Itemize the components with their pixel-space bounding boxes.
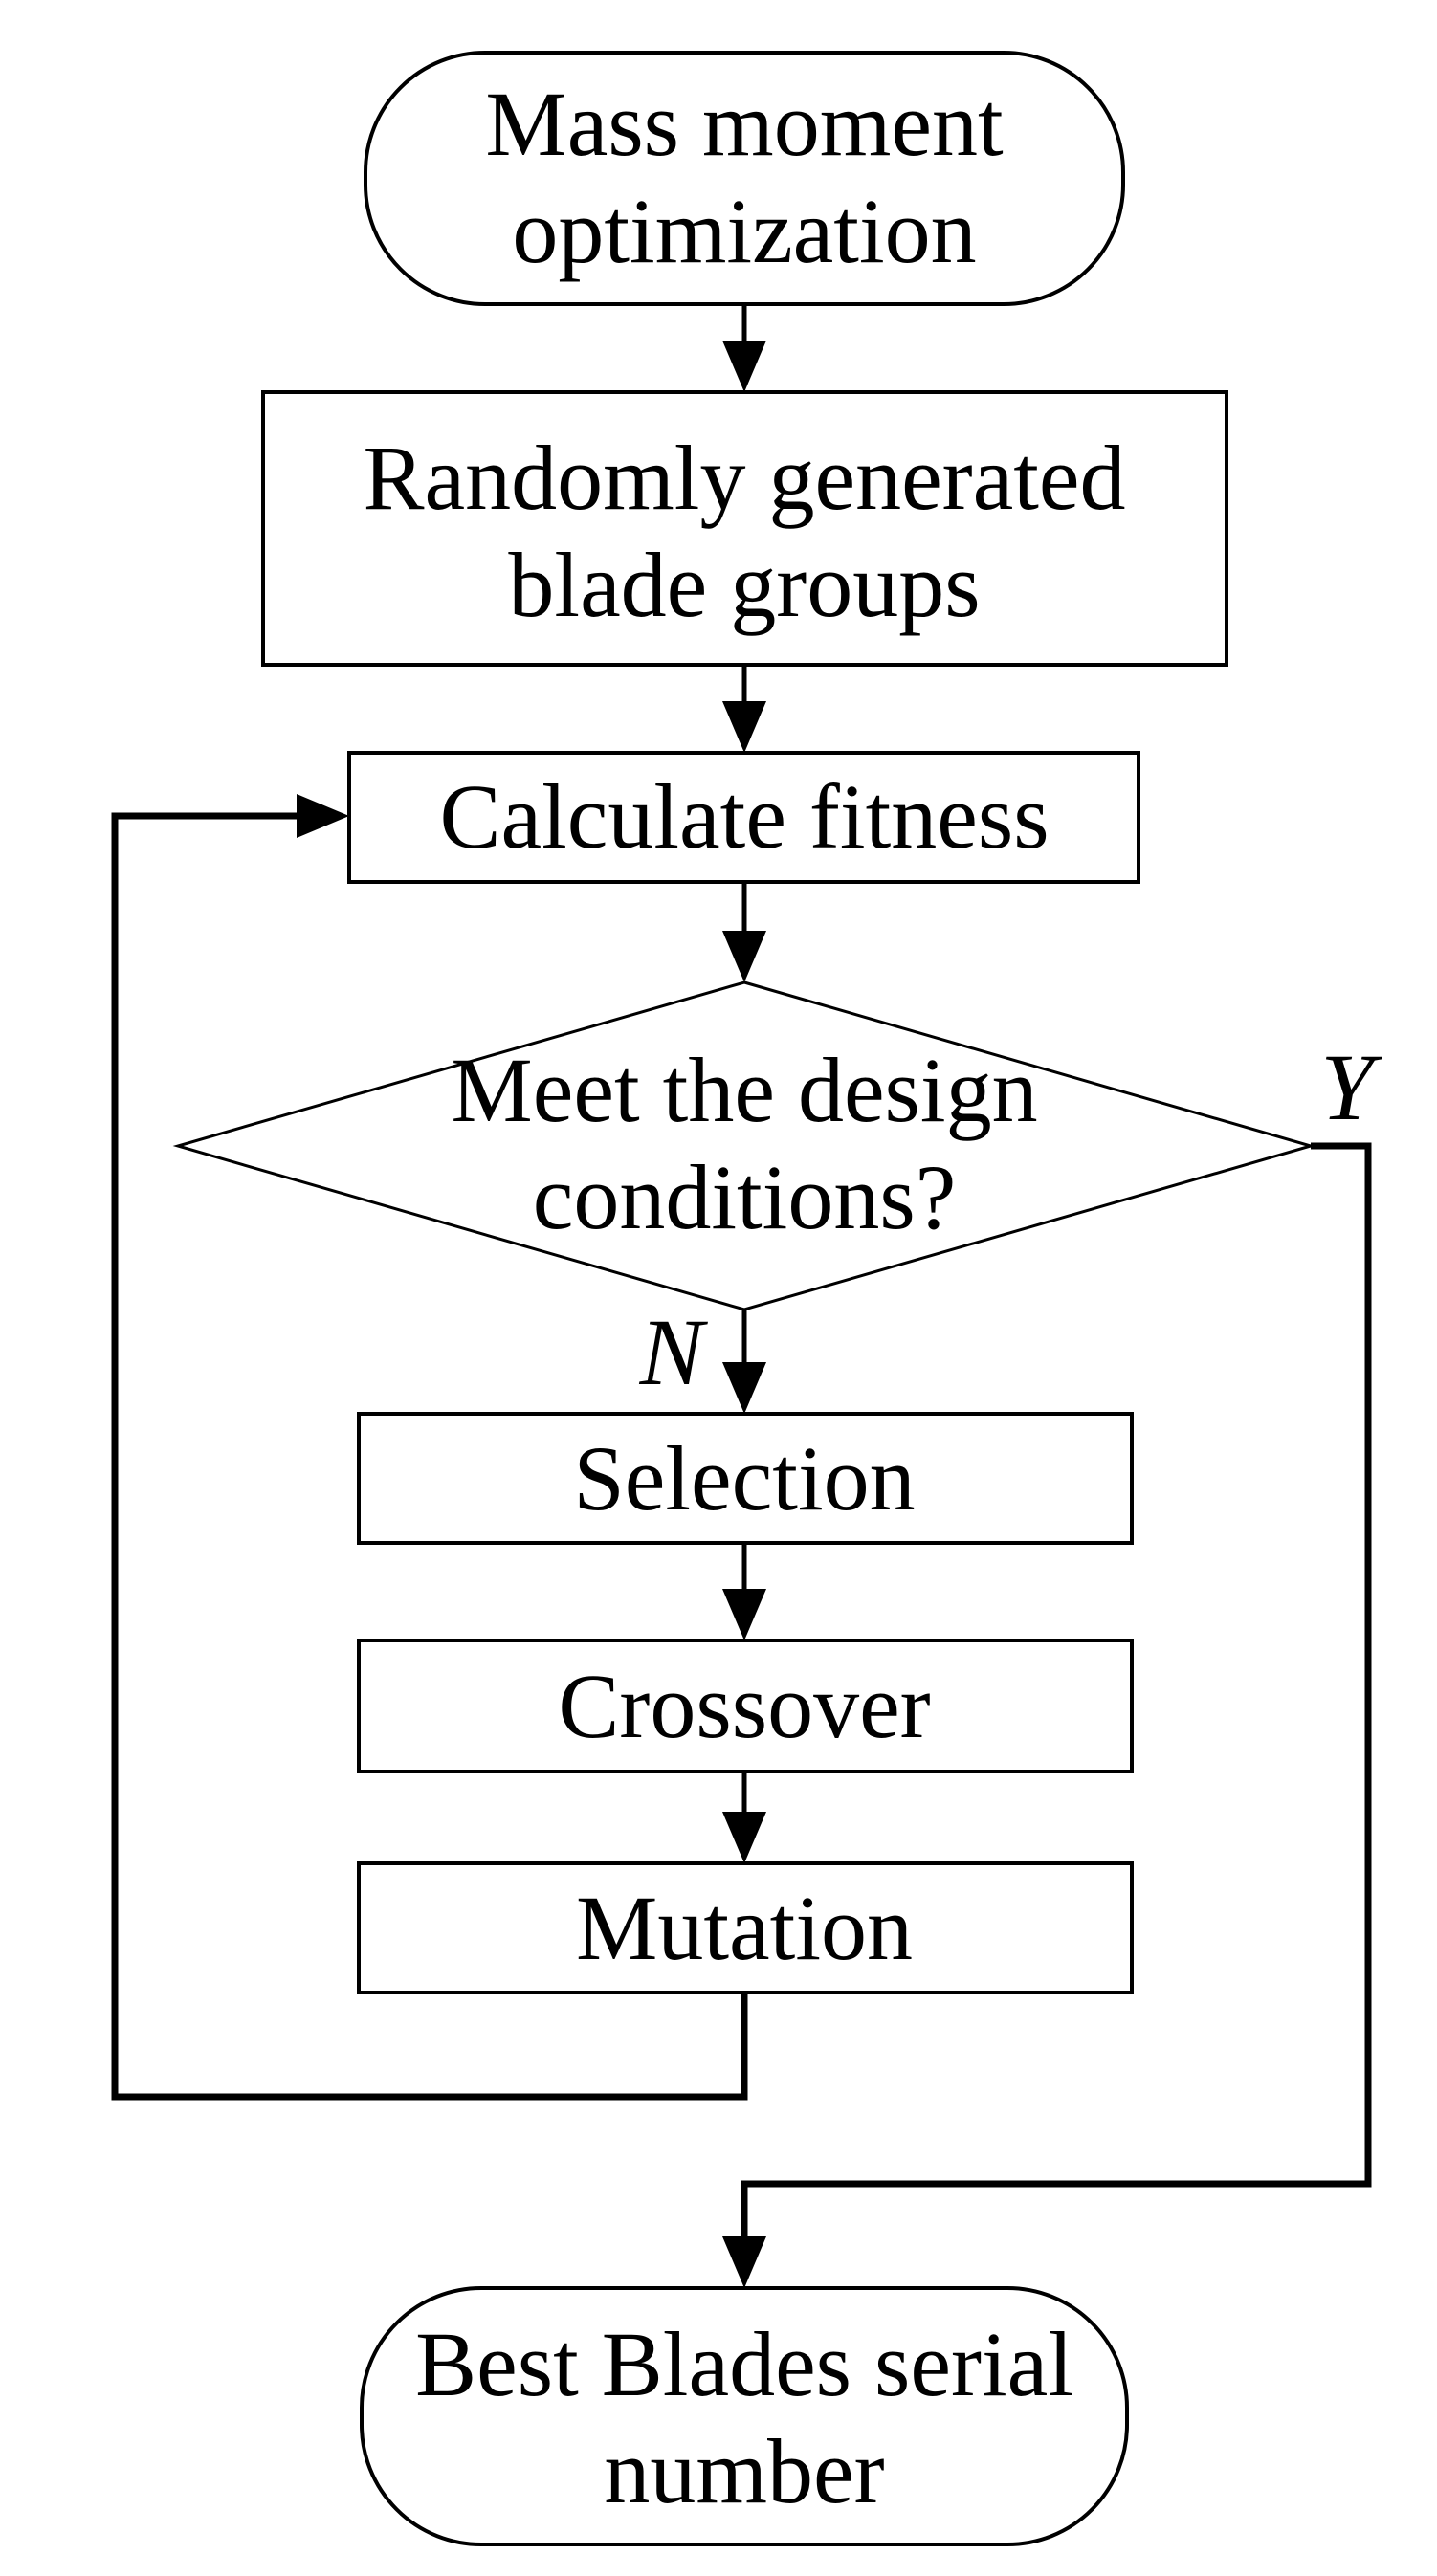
node-end-terminator: Best Blades serial number — [360, 2286, 1129, 2546]
feedback-loop-line — [111, 812, 748, 2101]
arrowhead-down-icon — [722, 701, 766, 753]
node-label-line: Calculate fitness — [439, 765, 1049, 868]
arrowhead-right-icon — [297, 794, 349, 838]
no-branch-label: N — [639, 1299, 709, 1405]
node-label-line: optimization — [512, 180, 976, 282]
arrowhead-down-icon — [722, 341, 766, 392]
process-shape — [347, 751, 1140, 884]
arrowhead-down-icon — [722, 2236, 766, 2288]
node-label-line: conditions? — [533, 1146, 957, 1248]
process-shape — [357, 1412, 1134, 1545]
edge-decision-to-selection-no-branch — [722, 1310, 766, 1414]
node-label-line: blade groups — [508, 534, 980, 636]
edge-start-to-generate — [722, 304, 766, 392]
node-fitness-process: Calculate fitness — [347, 751, 1140, 884]
node-start-terminator: Mass moment optimization — [364, 51, 1125, 306]
node-label-line: Randomly generated — [363, 427, 1125, 529]
edge-fitness-to-decision — [722, 882, 766, 982]
process-shape — [357, 1639, 1134, 1773]
node-label-line: Mutation — [576, 1877, 913, 1979]
terminator-shape — [364, 51, 1125, 306]
node-label-line: Mass moment — [485, 73, 1004, 175]
node-generate-process: Randomly generated blade groups — [261, 390, 1228, 667]
node-crossover-process: Crossover — [357, 1639, 1134, 1773]
process-shape — [357, 1861, 1134, 1994]
node-selection-process: Selection — [357, 1412, 1134, 1545]
decision-shape — [172, 980, 1316, 1311]
edge-selection-to-crossover — [722, 1543, 766, 1640]
node-decision-diamond: Meet the design conditions? — [172, 980, 1316, 1311]
arrowhead-down-icon — [722, 1362, 766, 1414]
edge-decision-to-end-yes-branch — [722, 1142, 1372, 2288]
node-mutation-process: Mutation — [357, 1861, 1134, 1994]
process-shape — [261, 390, 1228, 667]
node-label-line: Meet the design — [451, 1039, 1037, 1141]
yes-branch-line — [741, 1142, 1372, 2238]
edge-crossover-to-mutation — [722, 1772, 766, 1863]
node-label-line: Selection — [573, 1427, 915, 1530]
yes-branch-label: Y — [1320, 1034, 1382, 1140]
node-label-line: number — [604, 2420, 884, 2522]
arrowhead-down-icon — [722, 1589, 766, 1640]
node-label-line: Crossover — [558, 1655, 930, 1757]
edge-mutation-to-fitness-feedback-loop — [111, 794, 748, 2101]
terminator-shape — [360, 2286, 1129, 2546]
node-label-line: Best Blades serial — [415, 2313, 1073, 2415]
arrowhead-down-icon — [722, 1812, 766, 1863]
edge-generate-to-fitness — [722, 665, 766, 753]
arrowhead-down-icon — [722, 931, 766, 982]
